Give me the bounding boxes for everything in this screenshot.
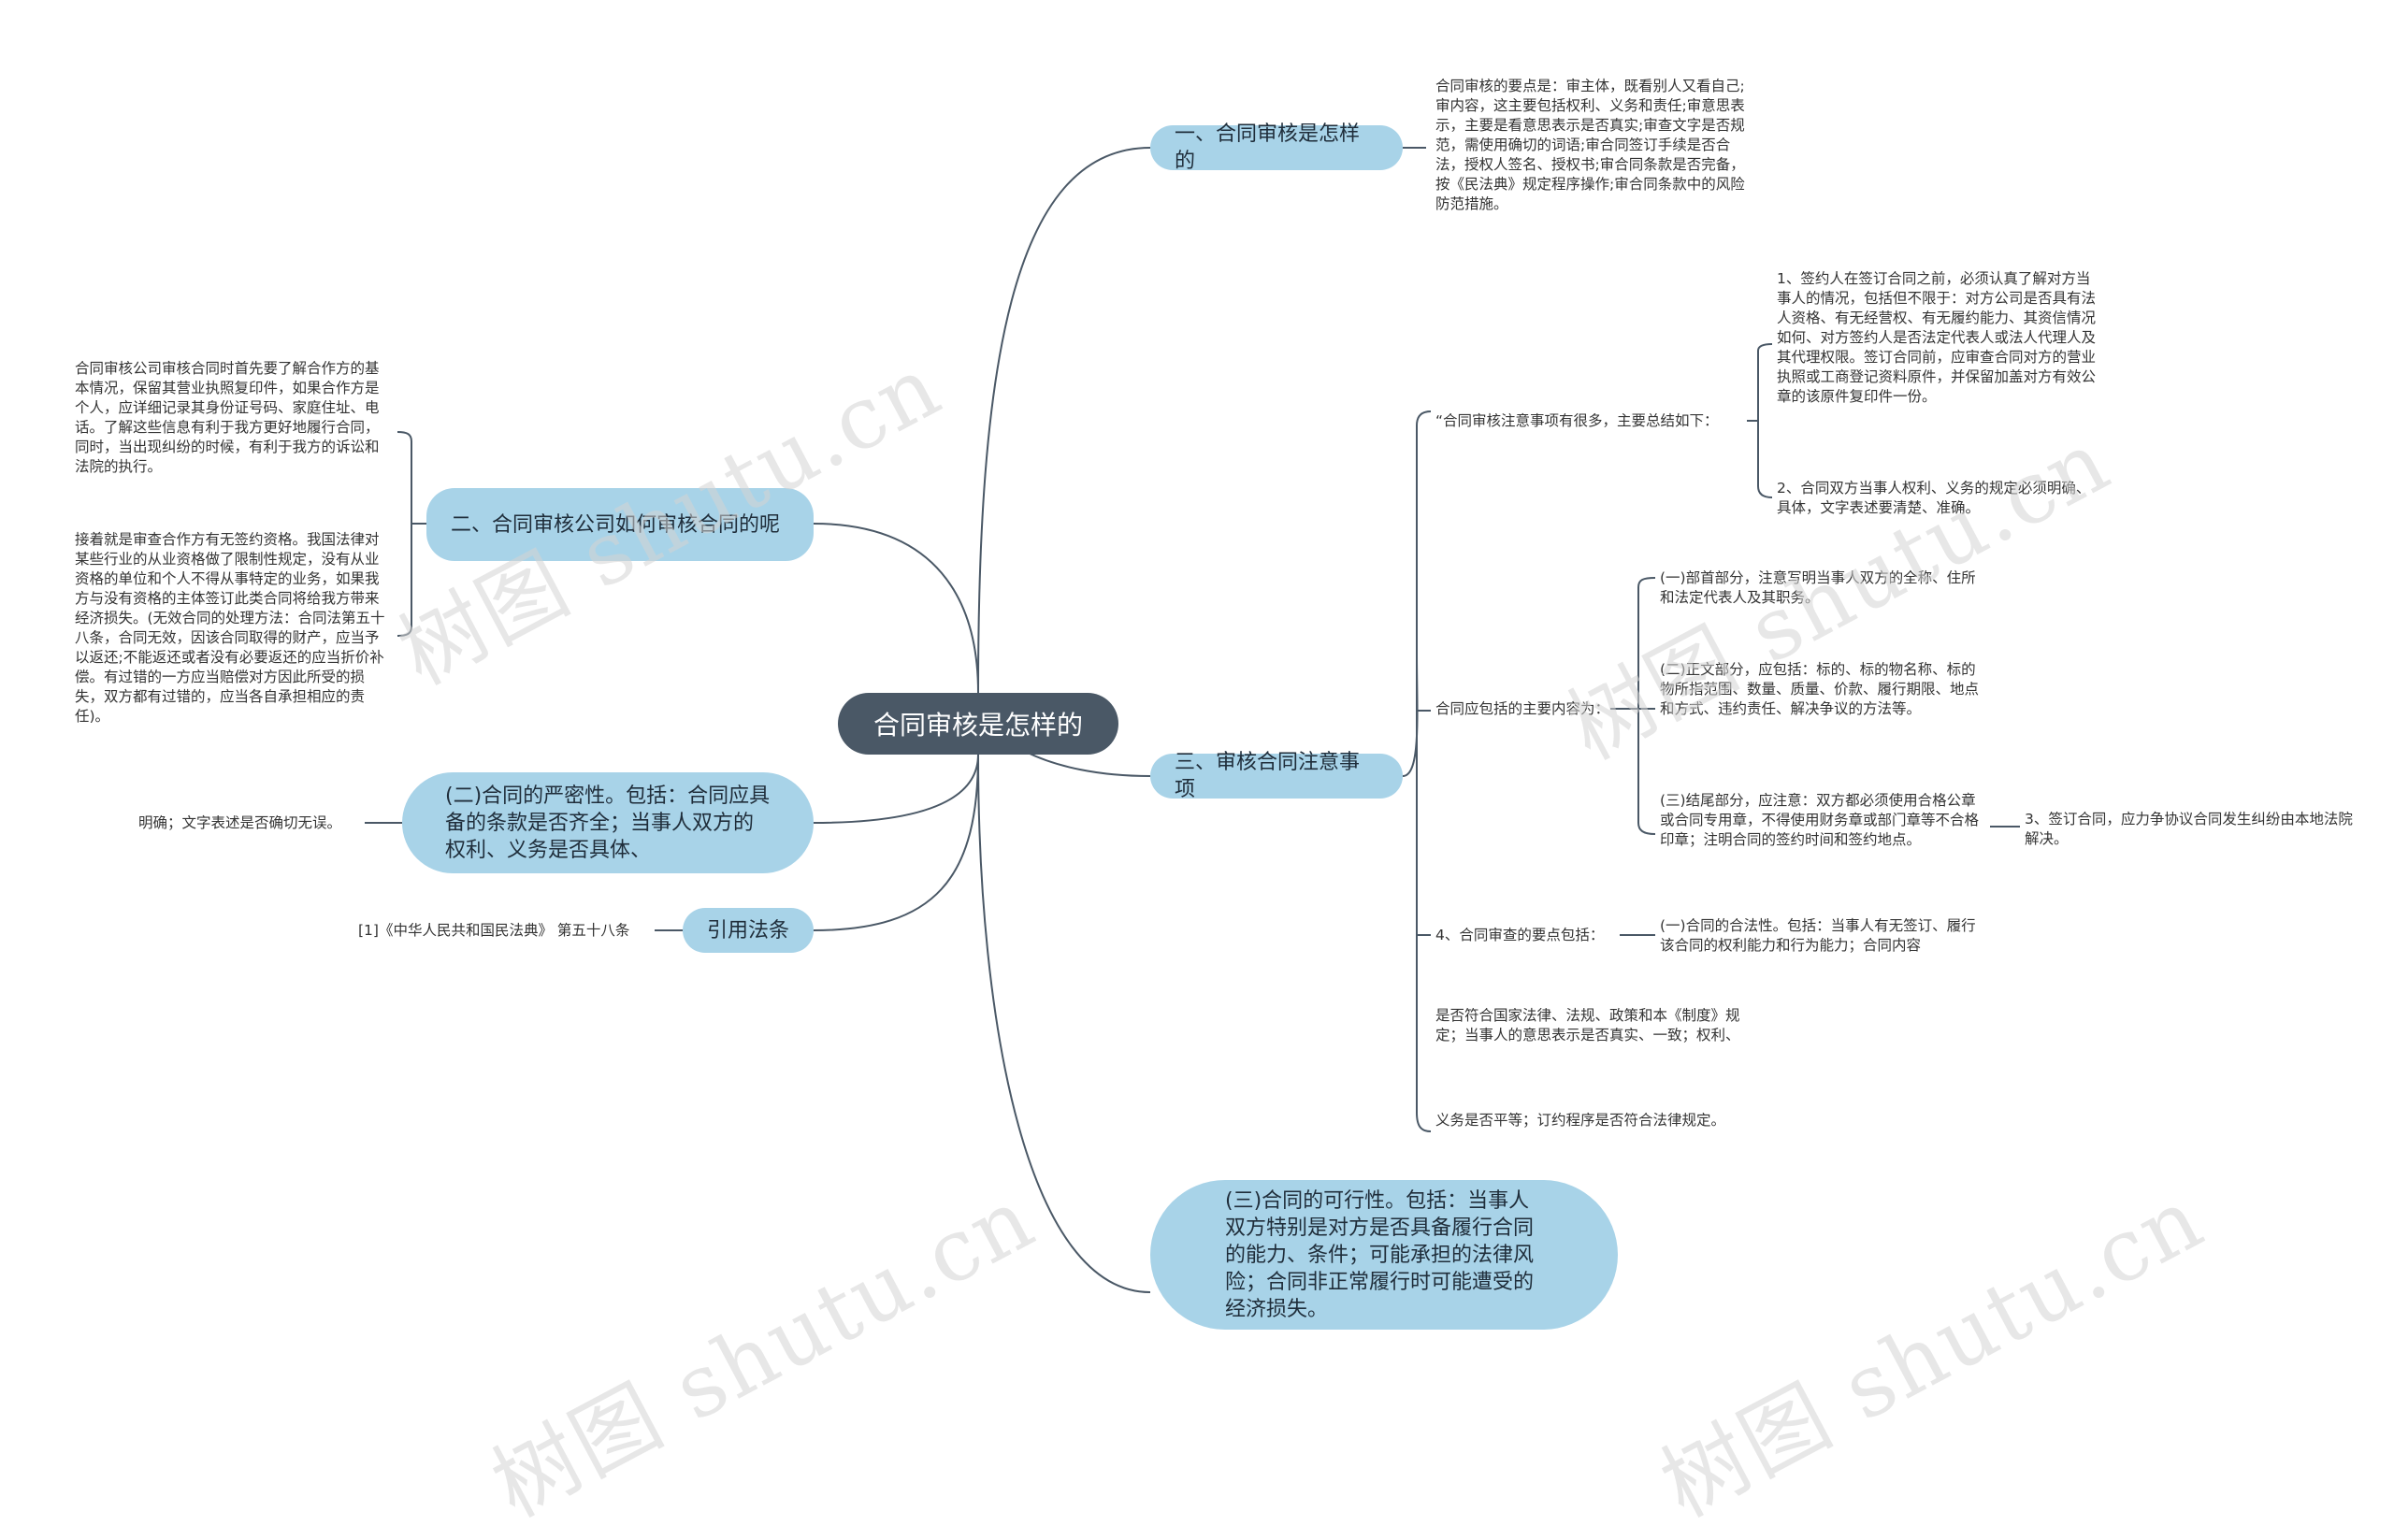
b3-child-3: 4、合同审查的要点包括： bbox=[1435, 927, 1605, 943]
b3-child-5: 义务是否平等；订约程序是否符合法律规定。 bbox=[1435, 1112, 1726, 1129]
mindmap-canvas: 合同审核是怎样的 一、合同审核是怎样的 二、合同审核公司如何审核合同的呢 三、审… bbox=[75, 78, 2353, 1536]
branch-1-node[interactable]: 一、合同审核是怎样的 bbox=[1150, 122, 1403, 173]
connector-lines bbox=[365, 147, 2020, 1293]
b3-child-2-sub-2: (二)正文部分，应包括：标的、标的物名称、标的物所指范围、数量、质量、价款、履行… bbox=[1660, 661, 1980, 717]
branch-4-node[interactable]: (二)合同的严密性。包括：合同应具备的条款是否齐全；当事人双方的权利、义务是否具… bbox=[402, 772, 814, 873]
b3-child-2: 合同应包括的主要内容为： bbox=[1435, 700, 1610, 717]
b2-note-1: 合同审核公司审核合同时首先要了解合作方的基本情况，保留其营业执照复印件，如果合作… bbox=[75, 360, 380, 475]
b3-child-1-sub-1: 1、签约人在签订合同之前，必须认真了解对方当事人的情况，包括但不限于：对方公司是… bbox=[1777, 270, 2097, 405]
b3-child-4: 是否符合国家法律、法规、政策和本《制度》规定；当事人的意思表示是否真实、一致；权… bbox=[1435, 1007, 1740, 1043]
b3-child-3-sub-1: (一)合同的合法性。包括：当事人有无签订、履行该合同的权利能力和行为能力；合同内… bbox=[1660, 917, 1976, 954]
b3-child-2-sub-3: (三)结尾部分，应注意：双方都必须使用合格公章或合同专用章，不得使用财务章或部门… bbox=[1660, 792, 1980, 848]
b3-child-1: “合同审核注意事项有很多，主要总结如下： bbox=[1435, 412, 1719, 429]
b3-child-1-sub-2: 2、合同双方当事人权利、义务的规定必须明确、具体，文字表述要清楚、准确。 bbox=[1777, 480, 2091, 516]
branch-3-node[interactable]: 三、审核合同注意事项 bbox=[1150, 751, 1403, 801]
b3-child-2-sub-1: (一)部首部分，注意写明当事人双方的全称、住所和法定代表人及其职务。 bbox=[1660, 569, 1976, 606]
b1-note: 合同审核的要点是：审主体，既看别人又看自己;审内容，这主要包括权利、义务和责任;… bbox=[1435, 78, 1745, 212]
root-node[interactable]: 合同审核是怎样的 bbox=[838, 693, 1118, 755]
branch-5-node[interactable]: 引用法条 bbox=[683, 908, 814, 953]
branch-6-node[interactable]: (三)合同的可行性。包括：当事人双方特别是对方是否具备履行合同的能力、条件；可能… bbox=[1150, 1180, 1618, 1330]
b2-note-2: 接着就是审查合作方有无签约资格。我国法律对某些行业的从业资格做了限制性规定，没有… bbox=[75, 531, 385, 725]
b5-note: [1]《中华人民共和国民法典》 第五十八条 bbox=[358, 922, 630, 939]
branch-2-node[interactable]: 二、合同审核公司如何审核合同的呢 bbox=[426, 488, 814, 561]
b4-note: 明确；文字表述是否确切无误。 bbox=[138, 814, 342, 831]
b3-child-2-sub-3-sub-1: 3、签订合同，应力争协议合同发生纠纷由本地法院解决。 bbox=[2025, 811, 2353, 847]
